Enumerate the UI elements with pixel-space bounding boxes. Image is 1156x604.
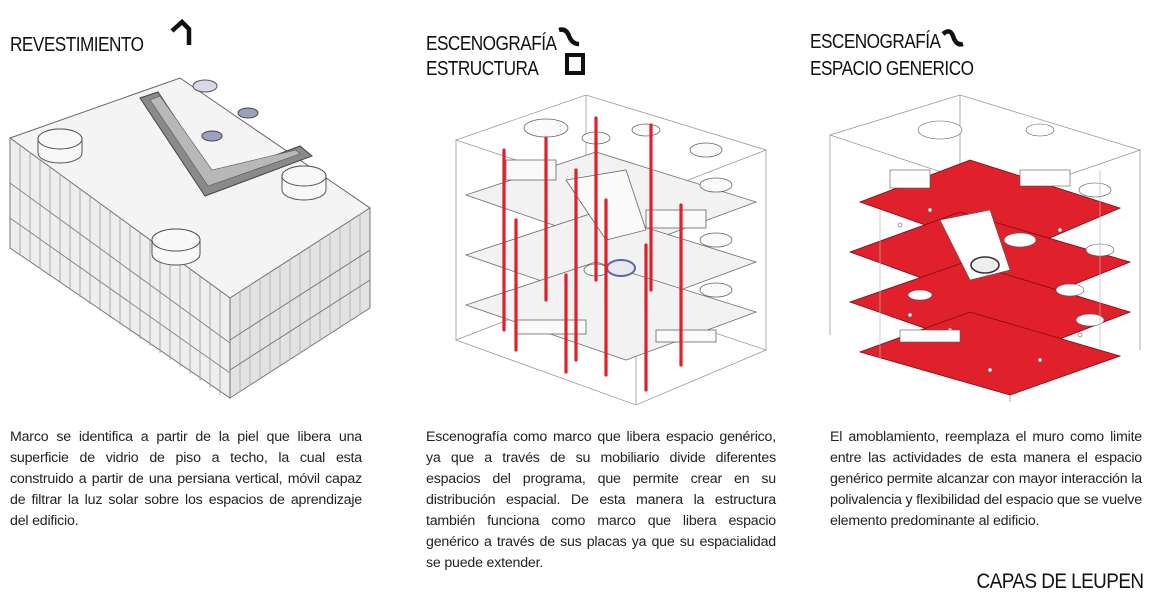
panel-description: Marco se identifica a partir de la piel … xyxy=(10,429,362,529)
wave-symbol-icon xyxy=(558,27,580,47)
panel-title: ESCENOGRAFÍA xyxy=(426,33,557,55)
panel-description: Escenografía como marco que libera espac… xyxy=(426,429,776,571)
panel-subtitle: ESPACIO GENERICO xyxy=(810,58,974,80)
wave-symbol-icon xyxy=(941,29,964,47)
panel-revestimiento: REVESTIMIENTO xyxy=(0,0,380,604)
hook-symbol-icon xyxy=(170,18,192,45)
generic-space-model xyxy=(828,94,1142,402)
panel-title: REVESTIMIENTO xyxy=(10,34,144,56)
panel-description: El amoblamiento, reemplaza el muro como … xyxy=(830,429,1142,529)
panel-subtitle: ESTRUCTURA xyxy=(426,58,539,80)
page-footer-title: CAPAS DE LEUPEN xyxy=(977,570,1145,593)
panel-escenografia-estructura: ESCENOGRAFÍA ESTRUCTURA xyxy=(416,0,788,604)
panel-escenografia-espacio-generico: ESCENOGRAFÍA ESPACIO GENERICO xyxy=(800,0,1156,604)
facade-skin-model xyxy=(8,77,371,399)
square-symbol-icon xyxy=(565,53,585,75)
structure-scenography-model xyxy=(454,94,768,406)
panel-title: ESCENOGRAFÍA xyxy=(810,31,941,53)
